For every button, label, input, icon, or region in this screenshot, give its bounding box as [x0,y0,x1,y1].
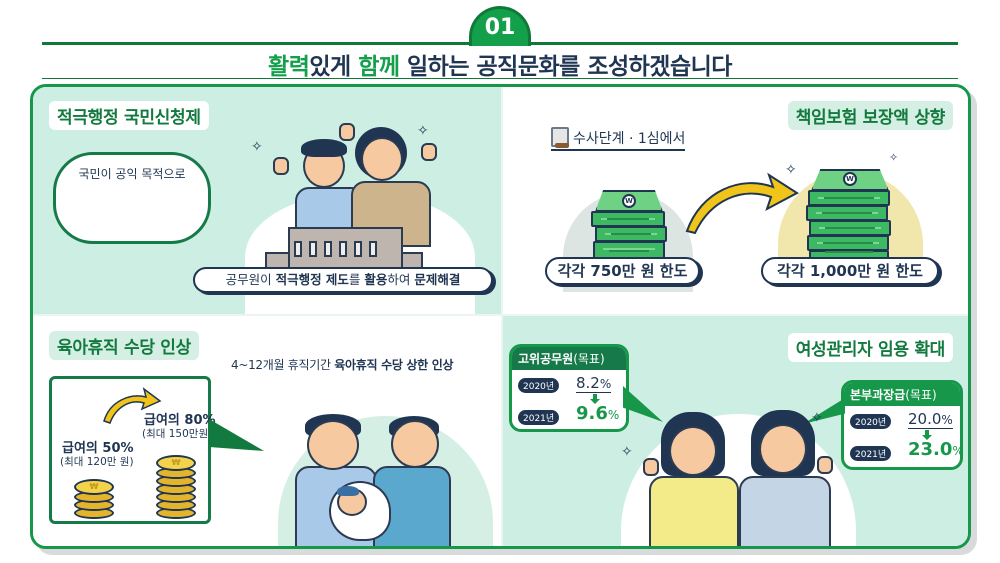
stat-box-header: 본부과장급(목표) [844,383,960,406]
section-parental-leave: 육아휴직 수당 인상 4~12개월 휴직기간 육아휴직 수당 상한 인상 급여의… [33,316,501,546]
section-female-managers: 여성관리자 임용 확대 고위공무원(목표) 2020년 8.2% 2021년 9… [503,316,968,546]
page-title: 활력있게 함께 일하는 공직문화를 조성하겠습니다 [0,47,1000,81]
section-liability-insurance: 책임보험 보장액 상향 수사단계 · 1심에서 W W ✧ ✧ [503,87,968,314]
down-arrow-icon [922,430,932,440]
section-title: 육아휴직 수당 인상 [49,331,199,360]
allowance-comparison-box: 급여의 50% (최대 120만 원) 급여의 80% (최대 150만원) ₩… [49,376,216,524]
sparkle-icon: ✧ [621,444,633,460]
section-number-badge: 01 [469,6,531,46]
sparkle-icon: ✧ [785,162,797,178]
section-title: 적극행정 국민신청제 [49,101,209,130]
parental-leave-caption: 4~12개월 휴직기간 육아휴직 수당 상한 인상 [231,358,454,372]
stat-row-2020: 2020년 8.2% [512,374,626,396]
stat-row-2021: 2021년 9.6% [512,403,626,428]
after-percent: 급여의 80% [144,413,216,428]
government-building-icon [288,227,403,272]
speech-tail [803,398,845,424]
stage-label: 수사단계 · 1심에서 [551,127,686,151]
sparkle-icon: ✧ [811,410,823,426]
before-percent: 급여의 50% [62,441,134,456]
bubble-text: 국민이 공익 목적으로 [78,167,186,181]
section-active-administration: 적극행정 국민신청제 국민이 공익 목적으로 ✧ ✧ 공무원이 적극행정 제 [33,87,501,322]
increase-arrow-icon [685,172,799,235]
sparkle-icon: ✧ [251,139,263,155]
stat-row-2021: 2021년 23.0% [844,439,960,464]
stat-box-header: 고위공무원(목표) [512,347,626,370]
coverage-after-label: 각각 1,000만 원 한도 [761,257,939,285]
citizen-bubble: 국민이 공익 목적으로 [53,152,211,244]
gavel-document-icon [551,127,569,148]
section-title: 여성관리자 임용 확대 [787,333,953,362]
infographic-frame: 적극행정 국민신청제 국민이 공익 목적으로 ✧ ✧ 공무원이 적극행정 제 [30,84,971,549]
before-cap: (최대 120만 원) [60,456,134,468]
stat-row-2020: 2020년 20.0% [844,410,960,432]
down-arrow-icon [590,394,600,404]
sparkle-icon: ✧ [889,151,899,164]
speech-tail [209,419,264,451]
speech-tail [623,386,663,422]
header-bottom-rule [42,78,958,79]
coverage-before-label: 각각 750만 원 한도 [545,257,700,285]
quadrant-divider-horizontal [33,314,968,316]
active-admin-banner: 공무원이 적극행정 제도를 활용하여 문제해결 [193,267,493,293]
quadrant-divider-vertical [501,87,503,546]
after-cap: (최대 150만원) [142,428,213,440]
division-heads-stat-box: 본부과장급(목표) 2020년 20.0% 2021년 23.0% [841,380,963,470]
section-title: 책임보험 보장액 상향 [787,101,953,130]
title-accent-1: 활력 [268,54,310,80]
title-part-4: 일하는 공직문화를 조성하겠습니다 [399,54,732,80]
increase-arrow-icon [103,387,162,424]
title-part-2: 있게 [309,54,359,80]
sparkle-icon: ✧ [417,123,429,139]
title-accent-2: 함께 [358,54,400,80]
senior-officials-stat-box: 고위공무원(목표) 2020년 8.2% 2021년 9.6% [509,344,629,432]
